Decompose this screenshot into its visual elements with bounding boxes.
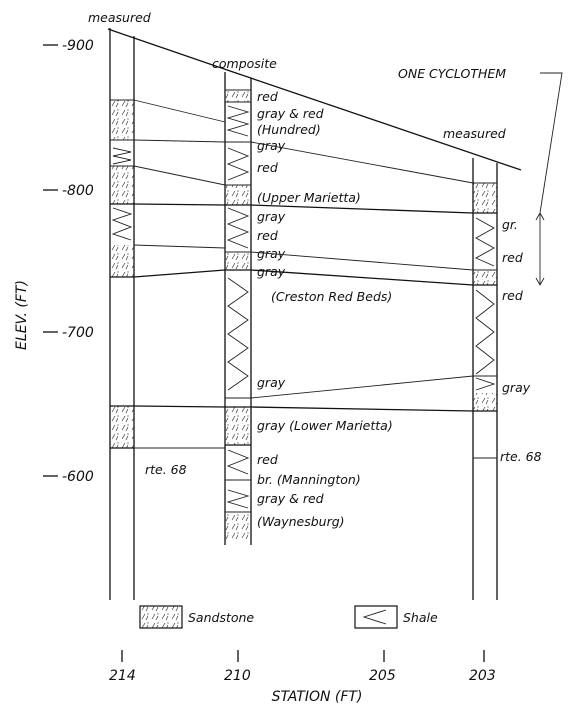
left-sandstone-3	[110, 245, 134, 277]
left-shale-2	[113, 208, 131, 240]
middle-layer-label-mannington: br. (Mannington)	[257, 472, 361, 487]
middle-column: composite red gray & red (Hundred) gray …	[212, 56, 393, 545]
middle-layer-label-creston: (Creston Red Beds)	[271, 289, 392, 304]
middle-layer-label-lower-marietta: gray (Lower Marietta)	[257, 418, 393, 433]
left-sandstone-4	[110, 406, 134, 448]
left-rte68-label: rte. 68	[145, 462, 187, 477]
x-tick-label-203: 203	[469, 668, 496, 684]
legend-sandstone-swatch	[140, 606, 182, 628]
middle-shale-creston	[228, 278, 248, 390]
right-layer-label-gray: gray	[502, 380, 531, 395]
right-shale-3	[476, 378, 494, 390]
right-sandstone-1	[473, 183, 497, 213]
cyclothem-annotation: ONE CYCLOTHEM	[398, 66, 562, 285]
cyclothem-leader-line	[540, 73, 562, 213]
x-tick-label-210: 210	[224, 668, 251, 684]
right-column: measured gr. red red gray rte. 68	[443, 126, 542, 600]
right-shale-2	[476, 290, 494, 374]
middle-layer-label-red: red	[257, 89, 278, 104]
middle-layer-label-gray-red: gray & red	[257, 106, 324, 121]
middle-sandstone-lower-marietta	[225, 407, 251, 445]
right-column-label: measured	[443, 126, 506, 141]
middle-layer-label-red-3: red	[257, 228, 278, 243]
left-column-label: measured	[88, 10, 151, 25]
right-sandstone-2	[473, 270, 497, 285]
legend: Sandstone Shale	[140, 606, 438, 628]
middle-shale-1	[228, 106, 248, 136]
legend-sandstone-label: Sandstone	[188, 610, 254, 625]
y-axis: -900 -800 -700 -600 ELEV. (FT)	[14, 38, 94, 485]
cyclothem-label: ONE CYCLOTHEM	[398, 66, 506, 81]
middle-shale-3	[228, 208, 248, 248]
legend-shale-swatch	[355, 606, 397, 628]
left-shale-1	[113, 148, 131, 164]
middle-shale-red	[228, 450, 248, 474]
y-tick-label-900: -900	[62, 38, 94, 54]
right-shale-1	[476, 218, 494, 266]
x-axis: 214 210 205 203 STATION (FT)	[109, 650, 496, 705]
middle-layer-label-hundred: (Hundred)	[257, 122, 321, 137]
middle-layer-label-upper-marietta: (Upper Marietta)	[257, 190, 361, 205]
middle-shale-4	[228, 490, 248, 508]
middle-shale-2	[228, 148, 248, 180]
y-tick-label-800: -800	[62, 183, 94, 199]
correlation-lines	[134, 100, 473, 411]
middle-sandstone-upper-marietta	[225, 185, 251, 205]
left-sandstone-1	[110, 100, 134, 140]
ground-surface-line	[108, 29, 521, 170]
right-layer-label-gr: gr.	[502, 217, 518, 232]
x-tick-label-205: 205	[369, 668, 396, 684]
x-tick-label-214: 214	[109, 668, 136, 684]
middle-layer-label-gray-2: gray	[257, 209, 286, 224]
legend-shale-label: Shale	[403, 610, 438, 625]
right-sandstone-3	[473, 393, 497, 411]
middle-sandstone-waynesburg	[225, 512, 251, 540]
right-layer-label-red: red	[502, 250, 523, 265]
y-tick-label-700: -700	[62, 325, 94, 341]
right-rte68-label: rte. 68	[500, 449, 542, 464]
y-tick-label-600: -600	[62, 469, 94, 485]
middle-layer-label-gray-5: gray	[257, 375, 286, 390]
middle-sandstone-top	[225, 90, 251, 102]
middle-layer-label-gray-red-2: gray & red	[257, 491, 324, 506]
middle-layer-label-red-4: red	[257, 452, 278, 467]
middle-layer-label-waynesburg: (Waynesburg)	[257, 514, 345, 529]
middle-sandstone-gray	[225, 252, 251, 270]
left-column: measured rte. 68	[88, 10, 225, 600]
middle-layer-label-red-2: red	[257, 160, 278, 175]
x-axis-label: STATION (FT)	[272, 689, 363, 705]
middle-column-label: composite	[212, 56, 277, 71]
right-layer-label-red-2: red	[502, 288, 523, 303]
y-axis-label: ELEV. (FT)	[14, 280, 30, 350]
left-sandstone-2	[110, 166, 134, 204]
